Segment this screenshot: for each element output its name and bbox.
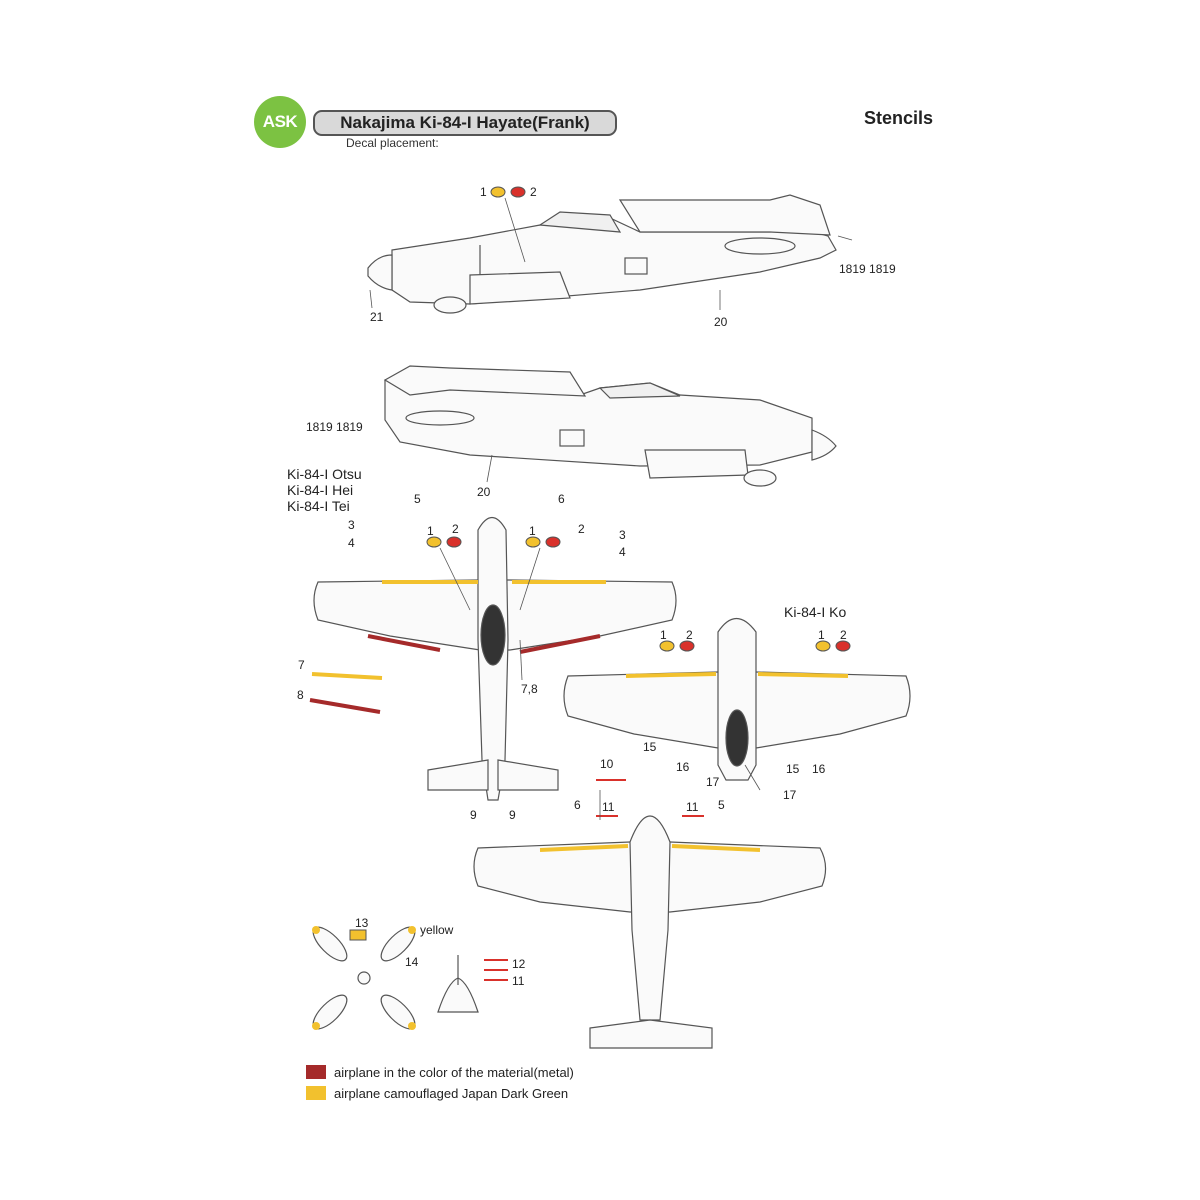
callout-4: 4 — [348, 536, 355, 550]
leader-lines — [369, 197, 853, 820]
variant-label-otsu: Ki-84-I Otsu — [287, 466, 362, 482]
underside-view-main — [313, 516, 677, 801]
callout-5-top: 5 — [718, 798, 725, 812]
callout-1819-side2: 1819 1819 — [306, 420, 363, 434]
callout-11-detail: 11 — [512, 974, 525, 988]
callout-7-8: 7,8 — [521, 682, 538, 696]
ask-logo: ASK — [254, 96, 306, 148]
variant-label-tei: Ki-84-I Tei — [287, 498, 350, 514]
callout-1-under: 1 — [427, 524, 434, 538]
logo-text: ASK — [262, 112, 298, 131]
callout-1-under-r: 1 — [529, 524, 536, 538]
callout-1819-side: 1819 1819 — [839, 262, 896, 276]
callout-16-r: 16 — [812, 762, 826, 776]
subtitle: Decal placement: — [346, 136, 439, 150]
callout-9: 9 — [470, 808, 477, 822]
spinner-detail — [437, 955, 479, 1013]
callout-8: 8 — [297, 688, 304, 702]
callout-2-ko-r: 2 — [840, 628, 847, 642]
callout-3: 3 — [348, 518, 355, 532]
callout-3-r: 3 — [619, 528, 626, 542]
sheet-title: Stencils — [864, 108, 934, 128]
callout-12: 12 — [512, 957, 526, 971]
callout-14: 14 — [405, 955, 419, 969]
callout-11-top-r: 11 — [686, 800, 699, 814]
callout-5: 5 — [414, 492, 421, 506]
callout-1-ko: 1 — [660, 628, 667, 642]
callout-17: 17 — [706, 775, 720, 789]
callout-2-side: 2 — [530, 185, 537, 199]
callout-17-r: 17 — [783, 788, 797, 802]
callout-13: 13 — [355, 916, 369, 930]
callout-20-side: 20 — [714, 315, 728, 329]
callout-1-side: 1 — [480, 185, 487, 199]
metal-panel-strips — [309, 634, 601, 714]
callout-2-ko: 2 — [686, 628, 693, 642]
callout-20-side2: 20 — [477, 485, 491, 499]
callout-15-r: 15 — [786, 762, 800, 776]
legend-item-metal: airplane in the color of the material(me… — [306, 1063, 706, 1081]
underside-view-ko — [563, 617, 911, 781]
callout-15: 15 — [643, 740, 657, 754]
legend-swatch-metal — [306, 1065, 326, 1079]
camo-panel-strips — [311, 580, 849, 852]
callout-6-top: 6 — [574, 798, 581, 812]
page-title: Nakajima Ki-84-I Hayate(Frank) — [340, 113, 590, 132]
top-view — [473, 815, 827, 1049]
callout-2-under: 2 — [452, 522, 459, 536]
legend-text-camo: airplane camouflaged Japan Dark Green — [334, 1085, 569, 1101]
callout-21: 21 — [370, 310, 384, 324]
callout-9-r: 9 — [509, 808, 516, 822]
side-view-right — [383, 365, 837, 487]
legend-item-camo: airplane camouflaged Japan Dark Green — [306, 1084, 706, 1102]
callout-10: 10 — [600, 757, 614, 771]
callout-11-top: 11 — [602, 800, 615, 814]
title-box: Nakajima Ki-84-I Hayate(Frank) — [313, 110, 617, 136]
legend-swatch-camo — [306, 1086, 326, 1100]
callout-1-ko-r: 1 — [818, 628, 825, 642]
variant-label-ko: Ki-84-I Ko — [784, 604, 847, 620]
variant-label-hei: Ki-84-I Hei — [287, 482, 354, 498]
decal-markers — [349, 186, 851, 941]
callout-4-r: 4 — [619, 545, 626, 559]
callout-yellow: yellow — [420, 923, 454, 937]
callout-7: 7 — [298, 658, 305, 672]
callout-16: 16 — [676, 760, 690, 774]
callout-2-under-r: 2 — [578, 522, 585, 536]
callout-6: 6 — [558, 492, 565, 506]
prop-tip-marks — [312, 926, 416, 1030]
side-view-left — [367, 194, 837, 314]
legend-text-metal: airplane in the color of the material(me… — [334, 1064, 574, 1080]
